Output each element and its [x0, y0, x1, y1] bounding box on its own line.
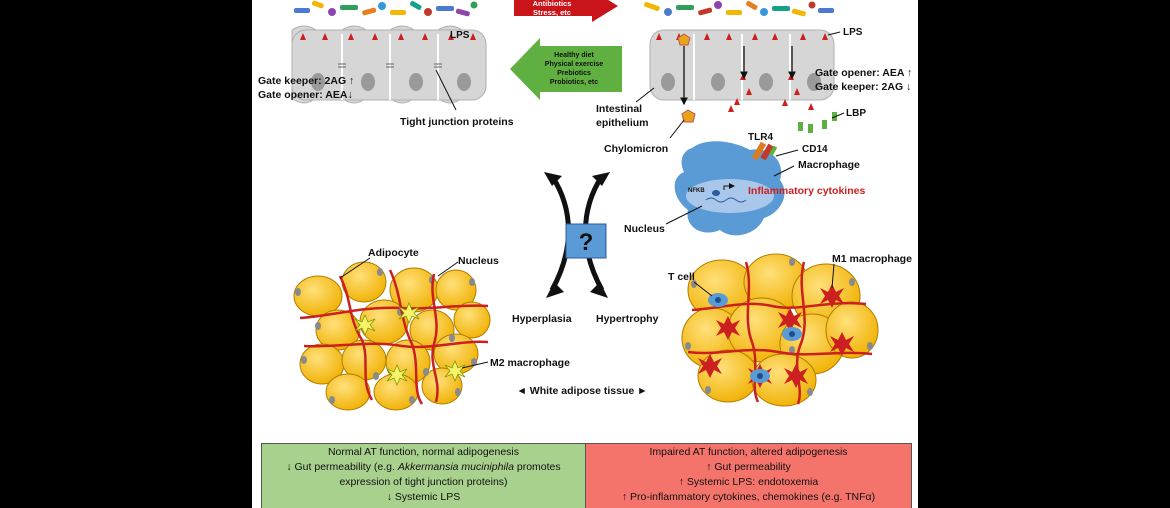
tcell-label: T cell [668, 271, 695, 283]
left-gate-keeper: Gate keeper: 2AG ↑ [258, 75, 354, 87]
dna-icon [705, 197, 747, 203]
right-gate-opener: Gate opener: AEA ↑ [815, 67, 912, 79]
right-adipose-nuclei [685, 258, 873, 396]
right-nuclei [661, 73, 821, 91]
akkermansia-species: Akkermansia muciniphila [397, 461, 514, 473]
hypertrophy-label: Hypertrophy [596, 313, 659, 325]
left-box-gut-after: promotes [513, 461, 561, 473]
nucleus-label-left: Nucleus [458, 255, 499, 267]
left-box-gut-line: ↓ Gut permeability (e.g. Akkermansia muc… [262, 460, 585, 475]
green-arrow-line3: Prebiotics [557, 70, 591, 77]
hyperplasia-label: Hyperplasia [512, 313, 572, 325]
impaired-function-box: Impaired AT function, altered adipogenes… [585, 443, 912, 508]
question-box [565, 223, 607, 259]
adipocyte-label: Adipocyte [368, 247, 419, 259]
left-lps-dots [300, 33, 476, 40]
left-box-line: expression of tight junction proteins) [339, 476, 508, 488]
left-microbiota [294, 0, 478, 17]
nfkb-label: NFKB [688, 188, 705, 194]
green-arrow-line2: Physical exercise [545, 61, 603, 68]
nfkb-icon [712, 190, 720, 196]
cytokines-label: Inflammatory cytokines [748, 185, 865, 197]
lbp-label: LBP [846, 108, 866, 119]
left-gut: LPS Gate keeper: 2AG ↑ Gate opener: AEA↓… [258, 0, 514, 128]
nucleus-label-right: Nucleus [624, 223, 665, 235]
right-box-line: ↑ Gut permeability [706, 461, 791, 473]
right-lps-label: LPS [843, 27, 863, 38]
left-lps-label: LPS [450, 30, 470, 41]
left-adipose-nuclei [295, 268, 477, 404]
green-arrow-line1: Healthy diet [554, 52, 594, 59]
right-gut: LPS Gate opener: AEA ↑ Gate keeper: 2AG … [596, 1, 912, 236]
green-arrow: Healthy diet Physical exercise Prebiotic… [510, 38, 622, 100]
left-nuclei [311, 73, 471, 91]
tight-junction-leader [435, 69, 457, 111]
red-arrow: Antibiotics Stress, etc [514, 0, 618, 22]
chylomicron-top-icon [677, 33, 691, 46]
right-lps-dots [656, 33, 828, 112]
right-gate-keeper: Gate keeper: 2AG ↓ [815, 81, 911, 93]
cd14-label: CD14 [802, 144, 828, 155]
left-box-line: ↓ Systemic LPS [386, 491, 461, 503]
wat-label: ◄ White adipose tissue ► [516, 385, 647, 397]
lbp-icons [798, 112, 837, 133]
left-box-line: Normal AT function, normal adipogenesis [327, 446, 520, 458]
diagram: LPS Gate keeper: 2AG ↑ Gate opener: AEA↓… [258, 0, 912, 411]
epithelium-label-line1: Intestinal [596, 103, 642, 115]
chylomicron-icon [681, 109, 696, 123]
left-adipose-tissue [293, 261, 491, 411]
figure-panel: LPS Gate keeper: 2AG ↑ Gate opener: AEA↓… [252, 0, 918, 508]
right-cell-borders [693, 34, 791, 100]
leak-arrows [680, 46, 796, 106]
tlr4-label: TLR4 [748, 132, 773, 143]
transcription-arrow-icon [723, 183, 735, 190]
right-microbiota [644, 1, 834, 17]
macrophage-label: Macrophage [798, 159, 860, 171]
macrophage-nucleus [686, 179, 774, 213]
right-adipose-tissue [681, 253, 879, 407]
t-cell-icons [708, 293, 802, 383]
epithelium-label-line2: epithelium [596, 117, 649, 129]
red-arrow-line1: Antibiotics [533, 0, 572, 8]
right-box-line: Impaired AT function, altered adipogenes… [649, 446, 848, 458]
left-tight-junctions [338, 63, 442, 68]
left-gate-opener: Gate opener: AEA↓ [258, 89, 353, 101]
tight-junction-label: Tight junction proteins [400, 116, 514, 128]
normal-function-box: Normal AT function, normal adipogenesis … [261, 443, 586, 508]
green-arrow-line4: Probiotics, etc [550, 79, 598, 86]
m2-label: M2 macrophage [490, 357, 570, 369]
m1-label: M1 macrophage [832, 253, 912, 265]
right-box-line: ↑ Systemic LPS: endotoxemia [678, 476, 819, 488]
question-mark: ? [579, 229, 594, 256]
m2-macrophage-icons [354, 301, 466, 387]
tlr4-receptor-icon [751, 141, 778, 161]
center-arrowheads [544, 172, 610, 298]
chylomicron-label: Chylomicron [604, 143, 668, 155]
left-box-gut-before: ↓ Gut permeability (e.g. [286, 461, 398, 473]
red-arrow-line2: Stress, etc [533, 8, 571, 17]
right-box-line: ↑ Pro-inflammatory cytokines, chemokines… [621, 491, 876, 503]
